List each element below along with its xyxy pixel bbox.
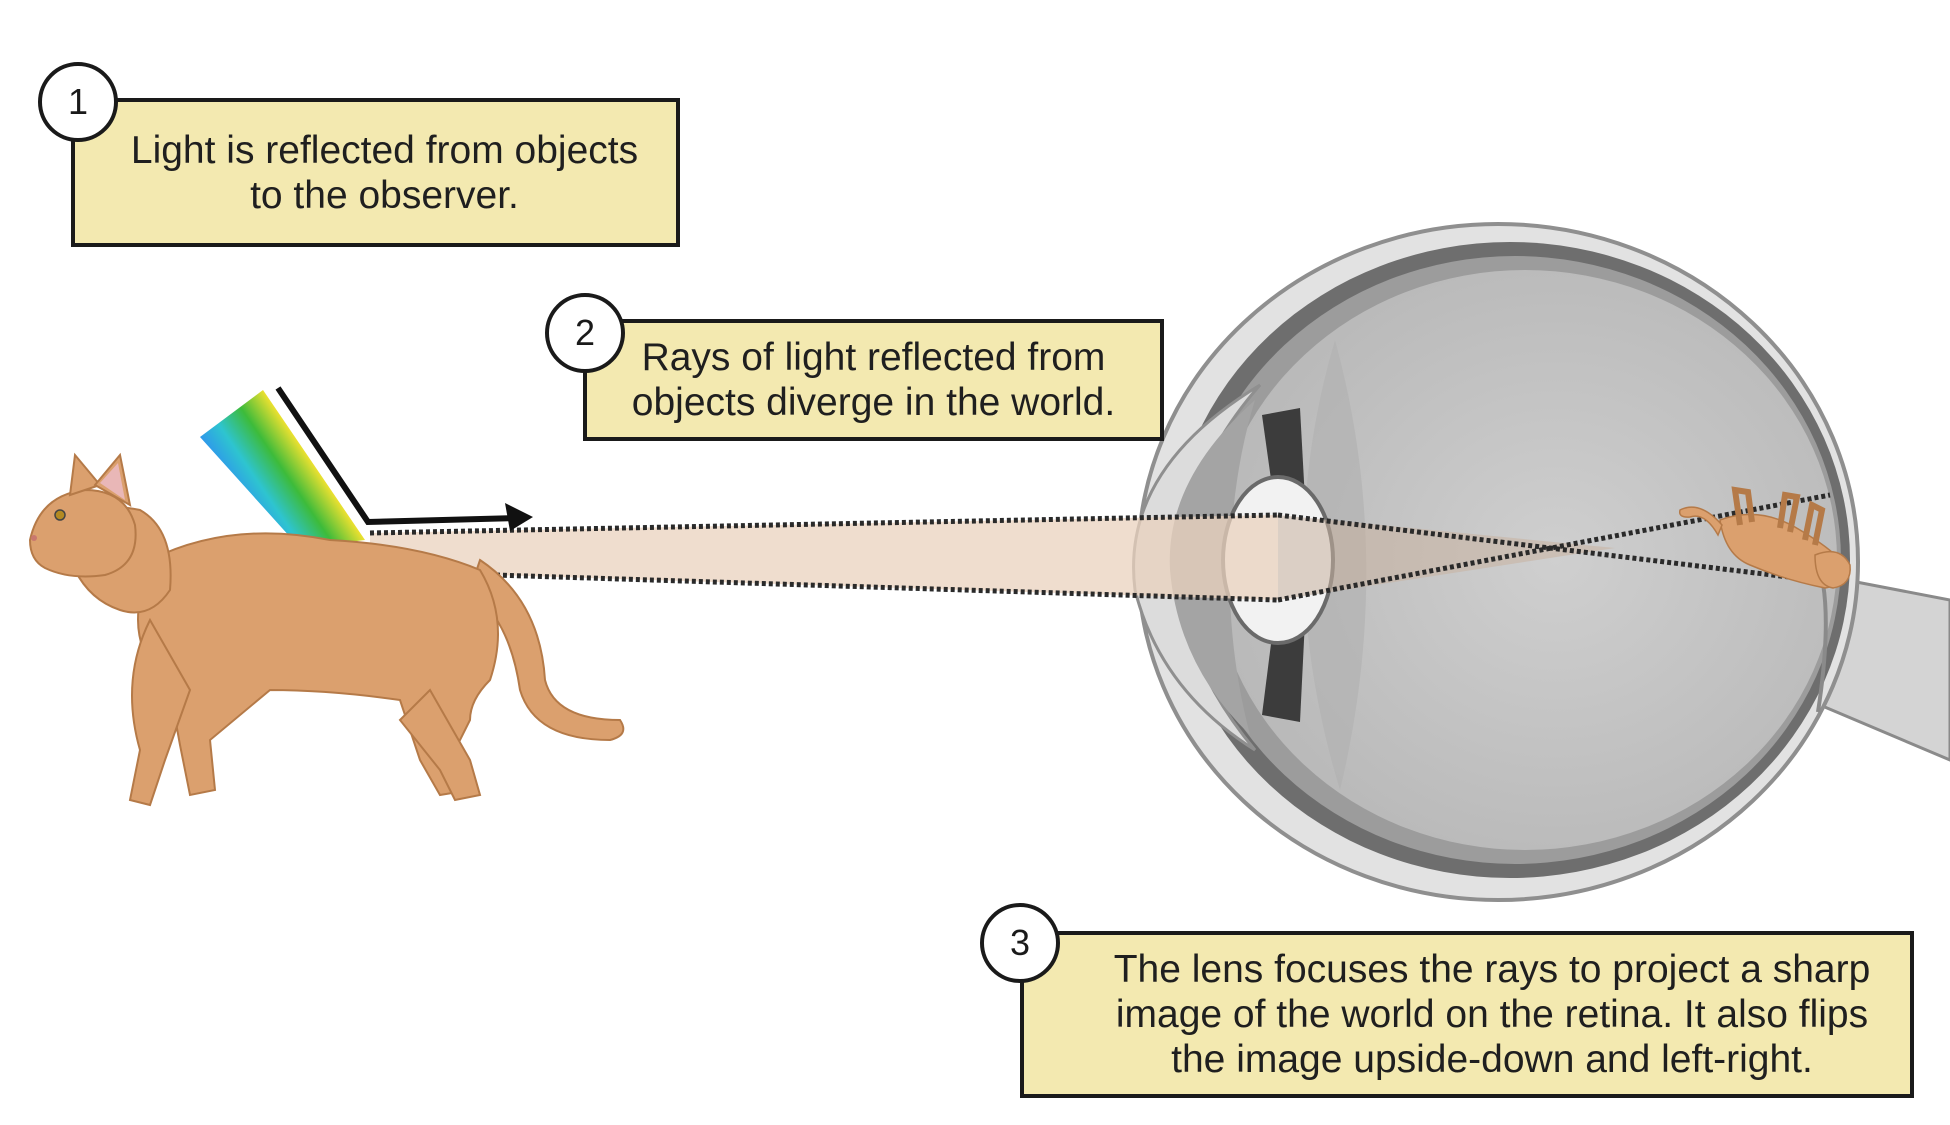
lower-ray-refracted xyxy=(1277,492,1831,603)
upper-ray xyxy=(369,512,1279,536)
retina-cat-tail xyxy=(1678,506,1723,537)
step-2-callout: Rays of light reflected from objects div… xyxy=(583,319,1164,441)
cat-illustration xyxy=(28,452,625,807)
step-2-text: Rays of light reflected from objects div… xyxy=(631,336,1116,424)
cat-eye xyxy=(54,509,66,521)
cat-body xyxy=(137,532,499,797)
incident-light-line xyxy=(275,386,521,526)
light-spectrum-illustration xyxy=(200,386,533,548)
light-rays xyxy=(369,492,1831,603)
retina-cat-legs xyxy=(1731,486,1826,546)
cat-head xyxy=(28,488,137,578)
cat-inner-ear xyxy=(100,463,125,500)
light-ray-cone xyxy=(370,515,1278,600)
cat-tail xyxy=(468,558,625,742)
step-1-text: Light is reflected from objects to the o… xyxy=(130,128,639,217)
arrow-head xyxy=(505,503,533,531)
step-3-callout: The lens focuses the rays to project a s… xyxy=(1020,931,1914,1098)
step-1-badge: 1 xyxy=(38,62,118,142)
step-3-badge: 3 xyxy=(980,903,1060,983)
step-2-badge: 2 xyxy=(545,293,625,373)
step-3-text: The lens focuses the rays to project a s… xyxy=(1113,948,1871,1081)
cat-back-leg xyxy=(398,688,482,802)
cat-front-leg xyxy=(128,617,192,807)
step-1-callout: Light is reflected from objects to the o… xyxy=(71,98,680,247)
spectrum-band xyxy=(200,390,365,548)
inverted-cat-image xyxy=(1678,486,1851,589)
cat-ear-left xyxy=(68,452,102,497)
retina-cat-head xyxy=(1814,550,1851,589)
lower-ray xyxy=(369,568,1279,603)
upper-ray-refracted xyxy=(1277,512,1831,585)
focused-ray-cone xyxy=(1278,515,1615,600)
cat-nose xyxy=(31,535,37,541)
